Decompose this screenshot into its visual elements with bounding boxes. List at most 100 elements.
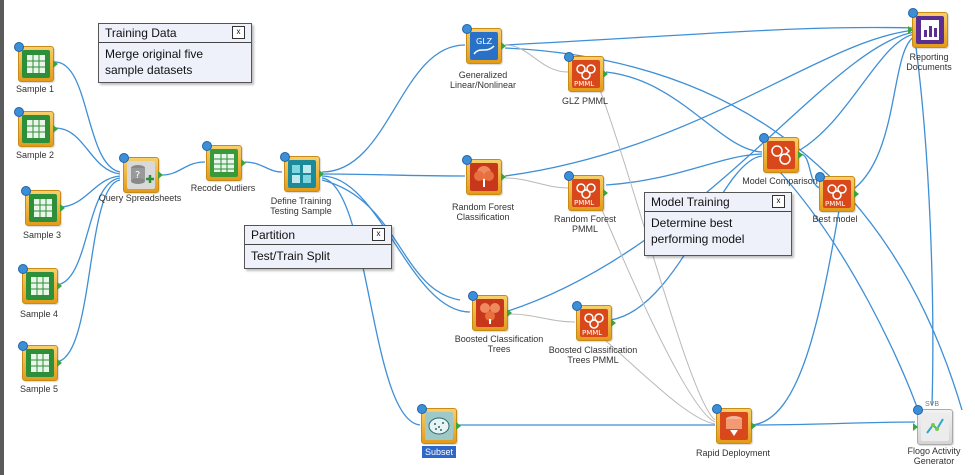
output-port[interactable] <box>854 190 859 198</box>
node-flogo-activity-generator[interactable] <box>913 405 953 445</box>
node-settings-icon[interactable] <box>913 405 923 415</box>
pmml-icon: PMML <box>823 180 851 208</box>
wire-sample3-query <box>59 175 121 208</box>
wire-best-rapid <box>751 204 841 426</box>
input-port[interactable] <box>913 423 918 431</box>
node-settings-icon[interactable] <box>759 133 769 143</box>
note-partition[interactable]: Partition x Test/Train Split <box>244 225 392 269</box>
node-settings-icon[interactable] <box>462 155 472 165</box>
note-model-training[interactable]: Model Training x Determine best performi… <box>644 192 792 256</box>
node-settings-icon[interactable] <box>712 404 722 414</box>
note-body: Test/Train Split <box>251 249 330 263</box>
node-label: Sample 3 <box>22 230 62 240</box>
node-sample4[interactable] <box>18 264 62 304</box>
trees-icon <box>476 299 504 327</box>
node-rapid-deployment[interactable] <box>712 404 756 444</box>
node-reporting-documents[interactable] <box>908 8 948 48</box>
output-port[interactable] <box>501 173 506 181</box>
output-port[interactable] <box>611 319 616 327</box>
node-settings-icon[interactable] <box>417 404 427 414</box>
node-settings-icon[interactable] <box>564 171 574 181</box>
pmml-badge-text: PMML <box>574 199 594 207</box>
node-label-selected[interactable]: Subset <box>422 446 457 458</box>
node-boosted-trees-pmml[interactable]: PMML <box>572 301 616 341</box>
node-recode-outliers[interactable] <box>202 141 246 181</box>
report-icon <box>916 16 944 44</box>
output-port[interactable] <box>603 70 608 78</box>
node-label: GLZ PMML <box>561 96 608 106</box>
note-training-data[interactable]: Training Data x Merge original five samp… <box>98 23 252 83</box>
node-sample5[interactable] <box>18 341 62 381</box>
output-port[interactable] <box>60 204 65 212</box>
output-port[interactable] <box>751 422 756 430</box>
node-random-forest-pmml[interactable]: PMML <box>564 171 608 211</box>
output-port[interactable] <box>319 170 324 178</box>
node-define-training-testing-sample[interactable] <box>280 152 324 192</box>
pmml-icon: PMML <box>572 60 600 88</box>
node-boosted-classification-trees[interactable] <box>468 291 512 331</box>
node-settings-icon[interactable] <box>21 186 31 196</box>
wire-sample1-query <box>54 61 121 173</box>
close-icon[interactable]: x <box>232 26 245 39</box>
wire-bctpmml-rapid <box>604 339 716 425</box>
node-sample2[interactable] <box>14 107 58 147</box>
flogo-icon <box>921 413 949 441</box>
node-query-spreadsheets[interactable]: ? <box>119 153 163 193</box>
node-settings-icon[interactable] <box>119 153 129 163</box>
node-subset[interactable] <box>417 404 461 444</box>
node-label: Sample 5 <box>19 384 59 394</box>
wire-glzpmml-rapid <box>599 89 716 421</box>
output-port[interactable] <box>603 189 608 197</box>
node-sample1[interactable] <box>14 42 58 82</box>
wire-sample4-query <box>54 177 121 286</box>
wire-glz-flogo <box>504 47 963 411</box>
output-port[interactable] <box>57 359 62 367</box>
node-settings-icon[interactable] <box>14 42 24 52</box>
output-port[interactable] <box>507 309 512 317</box>
node-label: Sample 4 <box>19 309 59 319</box>
scatter-subset-icon <box>425 412 453 440</box>
node-settings-icon[interactable] <box>564 52 574 62</box>
output-port[interactable] <box>57 282 62 290</box>
node-settings-icon[interactable] <box>908 8 918 18</box>
node-best-model[interactable]: PMML <box>815 172 859 212</box>
output-port[interactable] <box>158 171 163 179</box>
node-settings-icon[interactable] <box>202 141 212 151</box>
node-settings-icon[interactable] <box>572 301 582 311</box>
input-port[interactable] <box>908 26 913 34</box>
pmml-badge-text: PMML <box>574 80 594 88</box>
output-port[interactable] <box>53 60 58 68</box>
output-port[interactable] <box>456 422 461 430</box>
sample-cubes-icon <box>288 160 316 188</box>
close-icon[interactable]: x <box>372 228 385 241</box>
pmml-icon: PMML <box>580 309 608 337</box>
close-icon[interactable]: x <box>772 195 785 208</box>
node-label: Sample 1 <box>15 84 55 94</box>
node-random-forest[interactable] <box>462 155 506 195</box>
node-sample3[interactable] <box>21 186 65 226</box>
node-label: Random Forest PMML <box>553 214 617 234</box>
node-settings-icon[interactable] <box>462 24 472 34</box>
output-port[interactable] <box>501 42 506 50</box>
wire-glz-report <box>504 26 916 46</box>
node-settings-icon[interactable] <box>18 341 28 351</box>
node-glz-pmml[interactable]: PMML <box>564 52 608 92</box>
node-settings-icon[interactable] <box>18 264 28 274</box>
node-settings-icon[interactable] <box>280 152 290 162</box>
note-header[interactable]: Model Training x <box>645 193 791 212</box>
node-settings-icon[interactable] <box>14 107 24 117</box>
output-port[interactable] <box>798 151 803 159</box>
wire-compare-flogo <box>779 171 919 411</box>
node-generalized-linear[interactable]: GLZ <box>462 24 506 64</box>
output-port[interactable] <box>241 159 246 167</box>
output-port[interactable] <box>53 125 58 133</box>
node-settings-icon[interactable] <box>468 291 478 301</box>
node-model-comparison[interactable] <box>759 133 803 173</box>
note-header[interactable]: Training Data x <box>99 24 251 43</box>
wire-compare-report <box>799 33 916 151</box>
note-header[interactable]: Partition x <box>245 226 391 245</box>
node-label: Boosted Classification Trees PMML <box>548 345 638 365</box>
pmml-badge-text: PMML <box>582 329 602 337</box>
node-settings-icon[interactable] <box>815 172 825 182</box>
